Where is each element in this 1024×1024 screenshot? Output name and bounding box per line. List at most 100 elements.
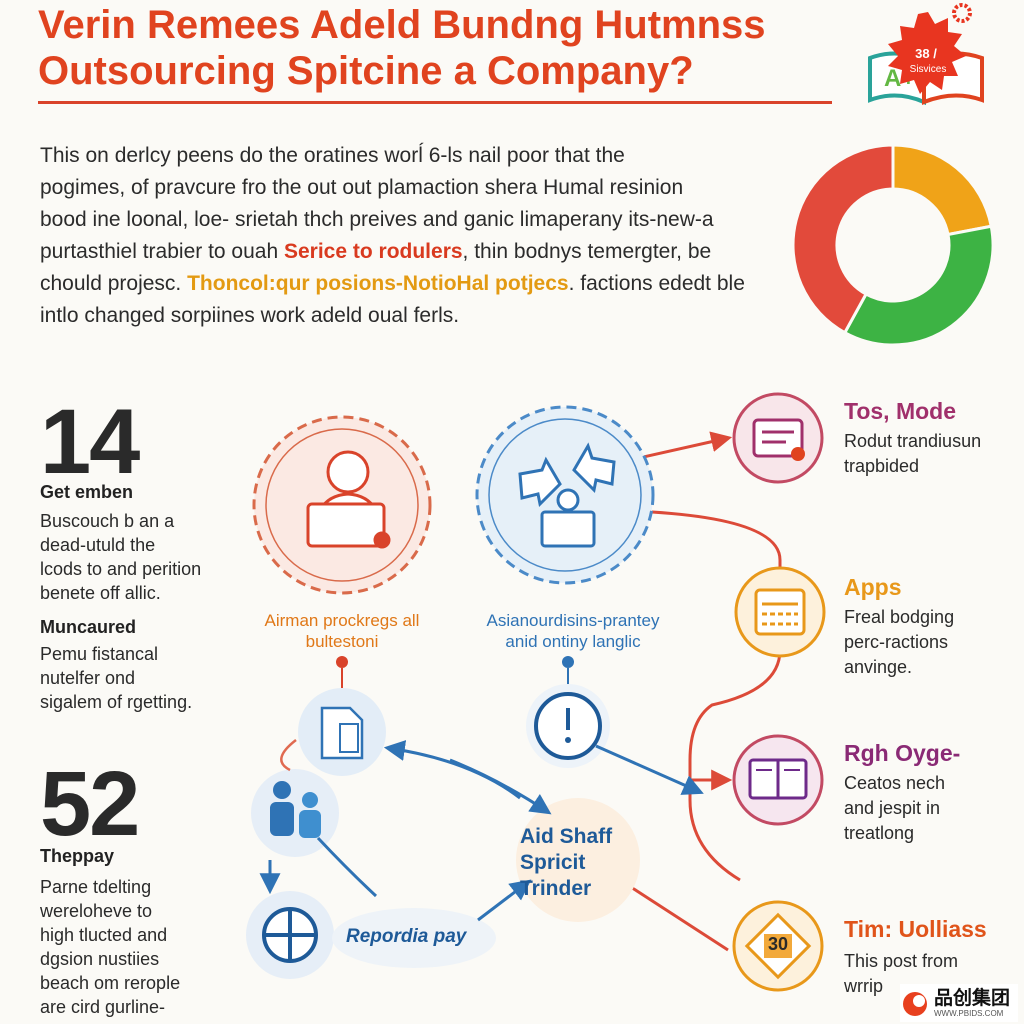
flame-logo-icon: [903, 992, 927, 1016]
stat-text-line: Parne tdelting: [40, 877, 152, 897]
alert-clock-node: [526, 684, 610, 768]
intro-text: purtasthiel trabier to ouah: [40, 240, 284, 263]
user-workstation-badge: [252, 415, 432, 595]
caption-line: Asianourdisins-prantey: [486, 611, 660, 630]
stat-text-line: wereloheve to: [40, 901, 153, 921]
gear-icon: [952, 3, 972, 23]
stat-heading: Get emben: [40, 482, 134, 502]
intro-text: chould projesc.: [40, 272, 188, 295]
hub-line: Aid Shaff: [520, 825, 613, 848]
right-item-1: Tos, Mode Rodut trandiusun trapbided: [844, 398, 1024, 479]
document-icon: [320, 706, 364, 760]
intro-text: , thin bodnys temergter, be: [462, 240, 712, 263]
pin-marker: [562, 656, 574, 668]
hub-label: Aid Shaff Spricit Trinder: [520, 824, 650, 902]
flow-arrow: [316, 836, 378, 898]
pin-marker: [336, 656, 348, 668]
starburst-icon: [888, 12, 966, 94]
right-item-text: Ceatos nech and jespit in treatlong: [844, 771, 1024, 846]
stat-text: Buscouch b an a dead-utuld the lcods to …: [40, 509, 270, 605]
watermark-logo: 品创集团 WWW.PBIDS.COM: [900, 984, 1018, 1022]
right-item-line: perc-ractions: [844, 632, 949, 652]
right-item-line: wrrip: [844, 976, 883, 996]
flow-arrow: [383, 740, 521, 800]
stat-text-line: high tlucted and: [40, 925, 168, 945]
caption-line: Airman prockregs all: [264, 611, 420, 630]
right-item-2: Apps Freal bodging perc-ractions anvinge…: [844, 574, 1024, 680]
watermark-name: 品创集团: [934, 987, 1011, 1009]
intro-line: pogimes, of pravcure fro the out out pla…: [40, 176, 684, 199]
book-shelf-icon: [748, 758, 808, 800]
right-icon-2: [734, 566, 826, 658]
stat-text: Parne tdelting wereloheve to high tlucte…: [40, 875, 270, 1019]
right-item-text: Freal bodging perc-ractions anvinge.: [844, 605, 1024, 680]
right-item-4: Tim: Uolliass This post from wrrip: [844, 916, 1024, 999]
right-item-line: treatlong: [844, 823, 915, 843]
globe-icon: [262, 907, 318, 963]
calendar-icon: [754, 588, 806, 636]
title-divider: [38, 101, 832, 104]
flow-arrow: [595, 744, 704, 795]
stat-text-line: nutelfer ond: [40, 668, 136, 688]
donut-segment-orange: [891, 143, 993, 237]
stat-text-line: lcods to and perition: [40, 559, 202, 579]
watermark-url: WWW.PBIDS.COM: [934, 1008, 1004, 1018]
right-icon-3: [732, 734, 824, 826]
donut-segment-red: [791, 143, 895, 335]
report-pay-label: Repordia pay: [346, 926, 467, 947]
watermark-text: 品创集团 WWW.PBIDS.COM: [934, 987, 1011, 1018]
intro-highlight-red: Serice to rodulers: [283, 240, 463, 263]
caption-line: bultestoni: [305, 632, 379, 651]
right-item-text: Rodut trandiusun trapbided: [844, 429, 1024, 479]
right-item-heading: Apps: [844, 574, 902, 600]
donut-segment-green: [842, 224, 995, 347]
stat-text-line: sigalem of rgetting.: [40, 692, 193, 712]
stat-number-2: 52: [40, 753, 140, 855]
stat-text-line: dead-utuld the: [40, 535, 156, 555]
connector-line: [651, 510, 782, 882]
services-badge: A+ 38 / Sisvices: [868, 3, 984, 106]
stat-block-1: Get emben Buscouch b an a dead-utuld the…: [40, 482, 270, 714]
right-item-line: This post from: [844, 951, 959, 971]
exchange-badge: [475, 405, 655, 585]
stat-text-line: are cird gurline-: [40, 997, 166, 1017]
intro-line: purtasthiel trabier to ouah Serice to ro…: [40, 236, 800, 268]
intro-line: This on derlcy peens do the oratines wor…: [40, 144, 625, 167]
right-icon-1: [732, 392, 824, 484]
badge-text: Sisvices: [910, 64, 947, 75]
people-icon: [270, 781, 321, 838]
right-item-text: This post from wrrip: [844, 949, 1024, 999]
user-computer-icon: [306, 450, 391, 549]
page-title: Verin Remees Adeld Bundng Hutmnss Outsou…: [38, 2, 838, 94]
document-list-icon: [752, 418, 804, 458]
clock-icon: [534, 692, 602, 760]
stat-text-line: dgsion nustiies: [40, 949, 160, 969]
intro-paragraph: This on derlcy peens do the oratines wor…: [40, 140, 800, 332]
intro-line: bood ine loonal, loe- srietah thch preiv…: [40, 208, 714, 231]
hub-line: Spricit: [520, 851, 586, 874]
left-node-caption: Airman prockregs all bultestoni: [232, 610, 452, 652]
right-item-line: and jespit in: [844, 798, 941, 818]
intro-text: . factions ededt ble: [568, 272, 745, 295]
document-node: [298, 688, 386, 776]
right-item-line: Ceatos nech: [844, 773, 946, 793]
intro-line: chould projesc. Thoncol:qur posions-Noti…: [40, 268, 800, 300]
intro-line: intlo changed sorpiines work adeld oual …: [40, 304, 460, 327]
stat-heading: Theppay: [40, 846, 115, 866]
exchange-arrows-icon: [518, 442, 616, 548]
stat-text: Pemu fistancal nutelfer ond sigalem of r…: [40, 642, 270, 714]
stat-text-line: benete off allic.: [40, 583, 161, 603]
hub-line: Trinder: [520, 877, 592, 900]
intro-highlight-orange: Thoncol:qur posions-NotioHal potjecs: [187, 272, 569, 295]
donut-chart: [791, 143, 995, 347]
right-item-line: trapbided: [844, 456, 920, 476]
title-line-2: Outsourcing Spitcine a Company?: [38, 49, 694, 93]
title-line-1: Verin Remees Adeld Bundng Hutmnss: [38, 3, 766, 47]
flow-arrow: [280, 739, 297, 772]
stat-text-line: Pemu fistancal: [40, 644, 159, 664]
right-item-line: Freal bodging: [844, 607, 955, 627]
flow-arrow: [449, 758, 552, 815]
stat-block-2: Theppay Parne tdelting wereloheve to hig…: [40, 846, 270, 1019]
right-item-3: Rgh Oyge- Ceatos nech and jespit in trea…: [844, 740, 1024, 846]
stat-number-1: 14: [40, 391, 140, 493]
